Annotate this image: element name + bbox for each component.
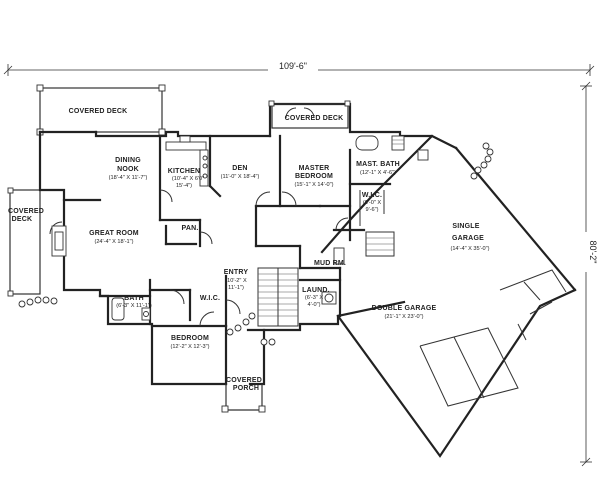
kitchen-size-2: 15'-4"): [176, 183, 192, 189]
den-size: (11'-0" X 18'-4"): [221, 174, 260, 180]
wic-master-size-1: (6'-0" X: [363, 200, 382, 206]
wic-master-size-2: 9'-6"): [365, 207, 378, 213]
bedroom-label: BEDROOM: [171, 335, 209, 342]
kitchen-label: KITCHEN: [168, 168, 201, 175]
entry-size-1: (10'-2" X: [225, 278, 247, 284]
master-bedroom-label-2: BEDROOM: [295, 173, 333, 180]
dining-nook-label-2: NOOK: [117, 166, 139, 173]
overall-width-label: 109'-6": [279, 61, 307, 71]
double-garage-label: DOUBLE GARAGE: [372, 305, 437, 312]
bath-size: (6'-3" X 11'-1"): [116, 303, 152, 309]
covered-porch-label-1: COVERED: [226, 377, 262, 384]
master-bedroom-label-1: MASTER: [299, 165, 330, 172]
covered-deck-top: COVERED DECK: [36, 84, 166, 136]
covered-deck-left: COVERED DECK: [7, 187, 44, 297]
bedroom-size: (12'-2" X 12'-3"): [170, 344, 209, 350]
great-room-label: GREAT ROOM: [89, 230, 139, 237]
mast-bath-size: (12'-1" X 4'-6"): [360, 170, 396, 176]
shrubs: [18, 142, 494, 346]
covered-deck-master: COVERED DECK: [268, 100, 351, 129]
single-garage-label-2: GARAGE: [452, 235, 484, 242]
room-labels: DINING NOOK (18'-4" X 11'-7") KITCHEN (1…: [89, 157, 490, 350]
dining-nook-size: (18'-4" X 11'-7"): [109, 175, 148, 181]
exterior-walls: [38, 102, 577, 458]
covered-deck-left-label-1: COVERED: [8, 208, 44, 215]
interior-walls: [62, 134, 392, 386]
garage-details: [419, 269, 567, 407]
laund-size-2: 4'-0"): [307, 302, 320, 308]
mast-bath-label: MAST. BATH: [356, 161, 400, 168]
covered-deck-top-label: COVERED DECK: [69, 108, 128, 115]
wic-master-label: W.I.C.: [362, 192, 382, 199]
overall-depth-label: 80'-2": [588, 241, 598, 264]
pan-label: PAN.: [181, 225, 198, 232]
bath-label: BATH: [124, 295, 144, 302]
wic-label: W.I.C.: [200, 295, 220, 302]
mud-rm-label: MUD RM.: [314, 260, 346, 267]
stairs: [257, 267, 299, 327]
dining-nook-label-1: DINING: [115, 157, 141, 164]
door-swings: [49, 107, 349, 327]
covered-deck-master-label: COVERED DECK: [285, 115, 344, 122]
fixtures: [51, 135, 429, 321]
double-garage-size: (21'-1" X 23'-0"): [384, 314, 423, 320]
entry-label: ENTRY: [224, 269, 249, 276]
master-bedroom-size: (15'-1" X 14'-0"): [294, 182, 333, 188]
single-garage-label-1: SINGLE: [452, 223, 479, 230]
great-room-size: (24'-4" X 18'-1"): [94, 239, 133, 245]
overall-width-dimension: 109'-6": [3, 60, 595, 76]
covered-porch-label-2: PORCH: [233, 385, 259, 392]
laund-size-1: (6'-3" X: [305, 295, 324, 301]
covered-deck-left-label-2: DECK: [12, 216, 33, 223]
overall-depth-dimension: 80'-2": [580, 81, 598, 467]
single-garage-size: (14'-4" X 35'-0"): [450, 246, 489, 252]
den-label: DEN: [232, 165, 247, 172]
entry-size-2: 11'-1"): [228, 285, 244, 291]
covered-porch: COVERED PORCH: [221, 377, 266, 413]
laund-label: LAUND.: [302, 287, 330, 294]
kitchen-size-1: (10'-4" X 6'0": [172, 176, 204, 182]
